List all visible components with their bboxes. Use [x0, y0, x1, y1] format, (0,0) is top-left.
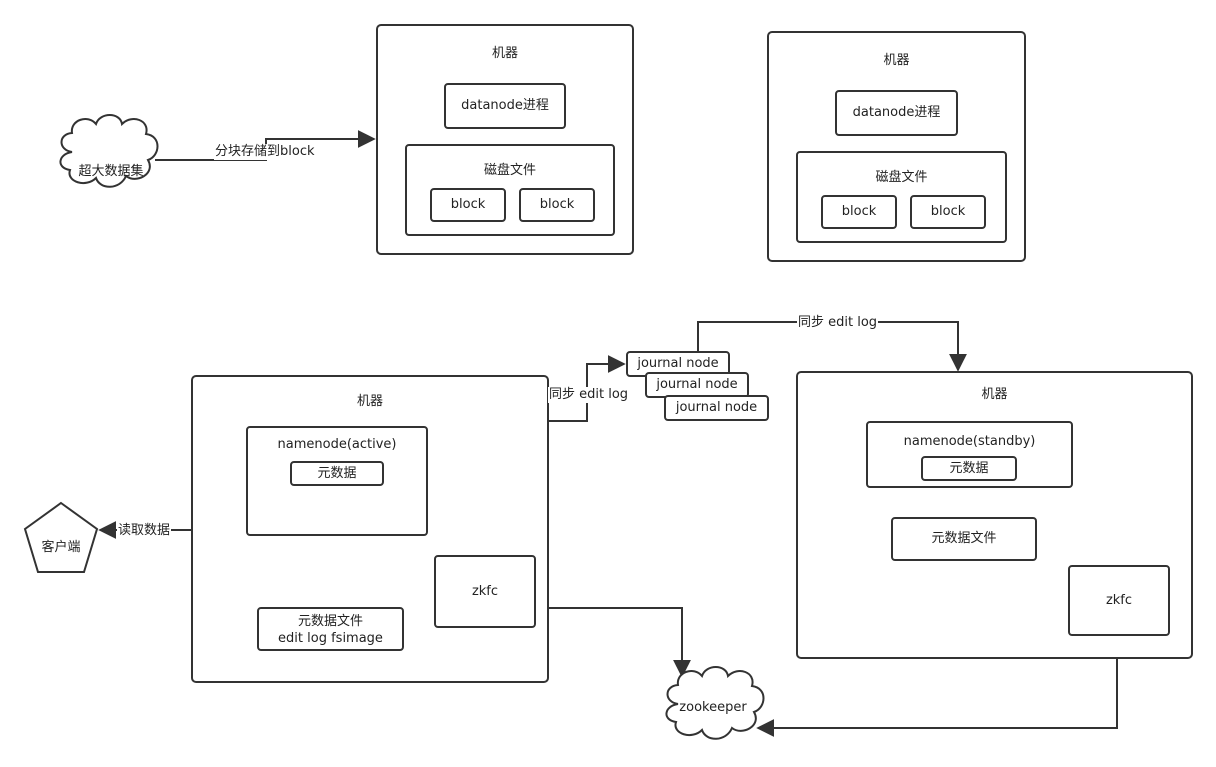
zkfc-label: zkfc: [1105, 592, 1133, 608]
metadata-file-detail: edit log fsimage: [278, 631, 383, 646]
metadata-box: 元数据: [290, 461, 384, 486]
namenode-standby-label: namenode(standby): [903, 434, 1036, 449]
bigdata-cloud-shape: [59, 114, 159, 188]
block-box: block: [430, 188, 506, 222]
sync-edge-label-2: 同步 edit log: [797, 315, 879, 331]
machine-title: 机器: [883, 53, 910, 68]
datanode-process-box: datanode进程: [444, 83, 566, 129]
metadata-file-box: 元数据文件 edit log fsimage: [257, 607, 404, 651]
zkfc-box: zkfc: [1068, 565, 1170, 636]
journal-node-label: journal node: [637, 356, 719, 371]
sync-edge-label-1: 同步 edit log: [548, 387, 630, 403]
block-label: block: [450, 197, 486, 212]
metadata-file-box: 元数据文件: [891, 517, 1037, 561]
read-edge-label: 读取数据: [117, 523, 172, 539]
datanode-process-label: datanode进程: [852, 105, 941, 120]
block-box: block: [519, 188, 595, 222]
journal-node-box: journal node: [645, 372, 749, 398]
metadata-label: 元数据: [949, 460, 989, 476]
zookeeper-label: zookeeper: [679, 700, 747, 715]
metadata-file-label: 元数据文件: [931, 531, 997, 546]
journal-node-label: journal node: [656, 377, 738, 392]
namenode-standby-box: namenode(standby) 元数据: [866, 421, 1073, 488]
disk-file-box: 磁盘文件 block block: [796, 151, 1007, 243]
zkfc-label: zkfc: [471, 583, 499, 599]
edge-active-zkfc-to-zookeeper: [533, 607, 691, 678]
metadata-box: 元数据: [921, 456, 1017, 481]
zkfc-box: zkfc: [434, 555, 536, 628]
metadata-file-label: 元数据文件: [297, 614, 363, 629]
datanode-machine-2: 机器 datanode进程 磁盘文件 block block: [767, 31, 1026, 262]
disk-file-box: 磁盘文件 block block: [405, 144, 615, 236]
disk-file-label: 磁盘文件: [875, 170, 928, 185]
journal-node-label: journal node: [675, 400, 758, 415]
namenode-active-label: namenode(active): [277, 437, 397, 452]
block-box: block: [910, 195, 986, 229]
machine-title: 机器: [981, 387, 1008, 402]
datanode-process-label: datanode进程: [461, 98, 549, 113]
split-edge-label: 分块存储到block: [214, 144, 316, 160]
bigdata-label: 超大数据集: [78, 164, 144, 179]
disk-file-label: 磁盘文件: [483, 163, 536, 178]
block-label: block: [539, 197, 575, 212]
block-box: block: [821, 195, 897, 229]
datanode-machine-1: 机器 datanode进程 磁盘文件 block block: [376, 24, 634, 255]
namenode-active-box: namenode(active) 元数据: [246, 426, 428, 536]
zookeeper-cloud-shape: [665, 666, 765, 740]
standby-namenode-machine: 机器 namenode(standby) 元数据 元数据文件 zkfc: [796, 371, 1193, 659]
datanode-process-box: datanode进程: [835, 90, 958, 136]
block-label: block: [841, 204, 877, 219]
machine-title: 机器: [356, 394, 383, 409]
client-label: 客户端: [41, 540, 81, 555]
edge-standby-zkfc-to-zookeeper: [756, 634, 1118, 737]
client-pentagon-shape: [23, 501, 99, 573]
metadata-label: 元数据: [317, 465, 357, 481]
machine-title: 机器: [491, 46, 518, 61]
active-namenode-machine: 机器 namenode(active) 元数据 zkfc 元数据文件 edit …: [191, 375, 549, 683]
block-label: block: [930, 204, 966, 219]
journal-node-box: journal node: [664, 395, 769, 421]
